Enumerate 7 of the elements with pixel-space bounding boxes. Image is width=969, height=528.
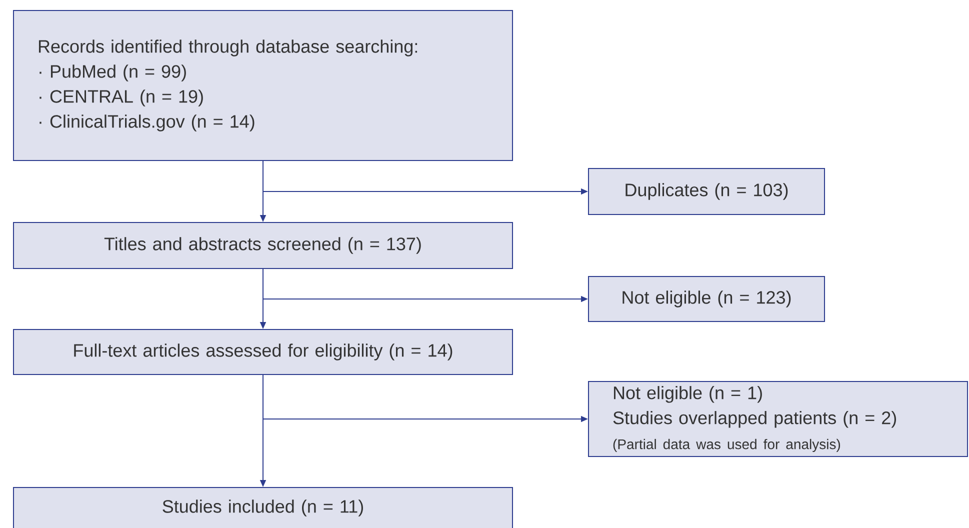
process-box: Full-text articles assessed for eligibility (n = 14) [13,329,513,375]
process-box: Duplicates (n = 103) [588,168,825,215]
process-box: Records identified through database searching: · PubMed (n = 99) · CENTRAL (n = 19) · ClinicalTrials.gov (n = 14) [13,10,513,161]
process-box: Not eligible (n = 1) Studies overlapped patients (n = 2) (Partial data was used for analysis) [588,381,968,457]
process-box: Studies included (n = 11) [13,487,513,528]
process-box: Titles and abstracts screened (n = 137) [13,222,513,269]
process-box: Not eligible (n = 123) [588,276,825,322]
